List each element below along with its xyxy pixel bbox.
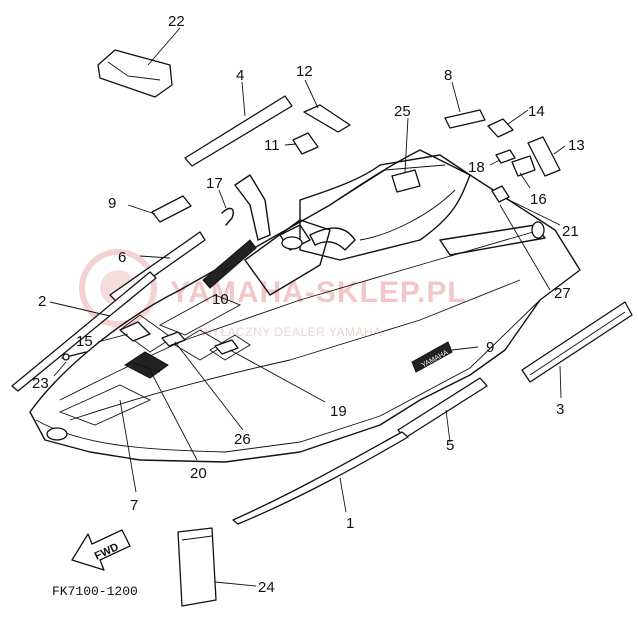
- callout-17: 17: [206, 175, 223, 192]
- part-5-shape: [397, 377, 488, 439]
- part-1-shape: [232, 431, 409, 525]
- part-25-shape: [391, 169, 421, 193]
- callout-6: 6: [118, 249, 126, 266]
- callout-9-lower: 9: [486, 339, 494, 356]
- part-21-shape: [491, 185, 510, 203]
- watermark-logo-icon: [79, 249, 157, 327]
- callout-21: 21: [562, 223, 579, 240]
- callout-1: 1: [346, 515, 354, 532]
- part-17-shape: [221, 207, 234, 226]
- callout-26: 26: [234, 431, 251, 448]
- watermark-main-text: YAMAHA-SKLEP.PL: [170, 276, 467, 309]
- part-14-shape: [487, 118, 514, 138]
- part-24-shape: [177, 527, 217, 607]
- part-11-shape: [292, 132, 319, 155]
- part-4-shape: [184, 95, 293, 167]
- part-26-shape: [161, 331, 186, 347]
- callout-numbers: 22 4 12 11 8 14 13 25 18 16 21 27 17 9 6…: [32, 13, 585, 596]
- callout-7: 7: [130, 497, 138, 514]
- callout-18: 18: [468, 159, 485, 176]
- callout-16: 16: [530, 191, 547, 208]
- watermark-sub-text: WYŁĄCZNY DEALER YAMAHA: [200, 325, 382, 339]
- callout-10: 10: [212, 291, 229, 308]
- callout-15: 15: [76, 333, 93, 350]
- part-9-lower-decal: YAMAHA: [411, 341, 453, 373]
- part-3-shape: [521, 301, 633, 383]
- part-9-upper-shape: [151, 195, 192, 223]
- forward-arrow: FWD: [71, 529, 131, 571]
- part-6-shape: [109, 231, 206, 303]
- callout-8: 8: [444, 67, 452, 84]
- part-13-shape: [527, 136, 561, 177]
- callout-2: 2: [38, 293, 46, 310]
- fwd-arrow-icon: [71, 529, 131, 571]
- part-22-shape: [97, 49, 173, 98]
- callout-12: 12: [296, 63, 313, 80]
- callout-5: 5: [446, 437, 454, 454]
- callout-9-upper: 9: [108, 195, 116, 212]
- callout-20: 20: [190, 465, 207, 482]
- callout-25: 25: [394, 103, 411, 120]
- part-8-shape: [444, 109, 486, 129]
- callout-19: 19: [330, 403, 347, 420]
- callout-3: 3: [556, 401, 564, 418]
- callout-24: 24: [258, 579, 275, 596]
- part-15-shape: [119, 321, 151, 342]
- leader-lines: [49, 27, 566, 587]
- part-20-shape: [124, 351, 169, 379]
- callout-14: 14: [528, 103, 545, 120]
- watermark: YAMAHA-SKLEP.PL WYŁĄCZNY DEALER YAMAHA: [79, 249, 467, 339]
- callout-4: 4: [236, 67, 244, 84]
- callout-11: 11: [264, 137, 280, 154]
- diagram-code: FK7100-1200: [52, 584, 138, 599]
- callout-23: 23: [32, 375, 49, 392]
- part-10-shape: [202, 239, 257, 289]
- callout-13: 13: [568, 137, 585, 154]
- part-19-shape: [214, 339, 239, 355]
- part-16-shape: [511, 155, 536, 177]
- parts: YAMAHA: [11, 49, 633, 607]
- callout-27: 27: [554, 285, 571, 302]
- callout-22: 22: [168, 13, 185, 30]
- part-12-shape: [303, 104, 351, 133]
- part-2-shape: [11, 271, 157, 392]
